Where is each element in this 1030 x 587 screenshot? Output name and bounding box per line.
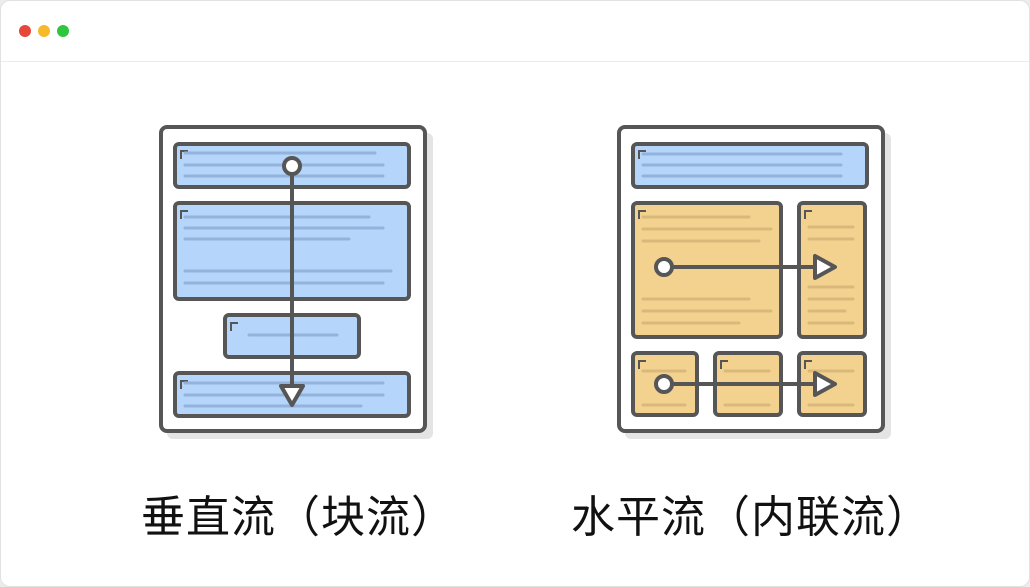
vertical-flow-arrow xyxy=(279,156,305,407)
maximize-window-button[interactable] xyxy=(57,25,69,37)
horizontal-flow-arrow-1 xyxy=(654,254,837,280)
vertical-flow-caption: 垂直流（块流） xyxy=(141,492,456,543)
vertical-flow-diagram xyxy=(159,125,433,439)
inline-box-large xyxy=(631,201,783,339)
title-bar xyxy=(1,1,1029,62)
minimize-window-button[interactable] xyxy=(38,25,50,37)
horizontal-flow-arrow-2 xyxy=(654,371,837,397)
horizontal-flow-caption: 水平流（内联流） xyxy=(571,492,931,543)
horizontal-flow-diagram xyxy=(617,125,891,439)
close-window-button[interactable] xyxy=(19,25,31,37)
header-block-box xyxy=(631,142,869,189)
